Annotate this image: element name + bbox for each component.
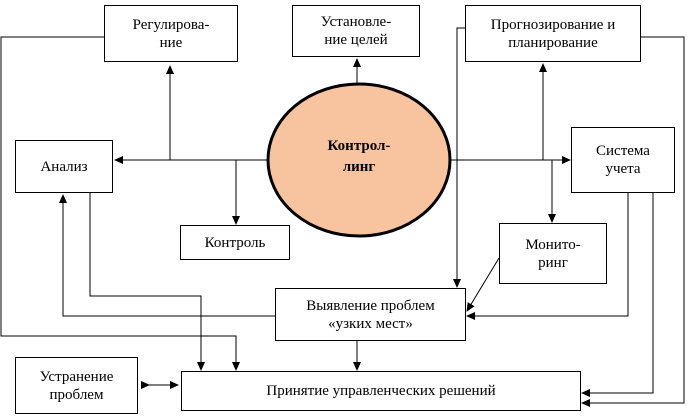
node-accounting: Система учета — [571, 127, 675, 193]
node-regulation: Регулирова- ние — [104, 5, 238, 62]
node-control-line1: Контроль — [204, 234, 266, 251]
center-label-line1: Контрол- — [327, 138, 391, 154]
node-regulation-line2: ние — [159, 34, 183, 51]
node-bottlenecks-line1: Выявление проблем — [306, 297, 435, 314]
node-bottlenecks: Выявление проблем «узких мест» — [275, 288, 466, 341]
node-analysis: Анализ — [15, 140, 113, 193]
edge-forecast-to-decisions — [581, 36, 685, 407]
center-label-line2: линг — [342, 159, 376, 175]
node-goals-line2: ние целей — [324, 32, 388, 48]
node-goals-line1: Установле- — [320, 14, 392, 30]
edge-accounting-to-bottlenecks — [466, 193, 629, 320]
node-monitoring: Монито- ринг — [499, 223, 607, 284]
node-forecast-line2: планирование — [508, 34, 598, 51]
node-analysis-line1: Анализ — [40, 158, 88, 175]
node-control: Контроль — [180, 225, 290, 260]
node-monitoring-line1: Монито- — [525, 236, 581, 253]
edge-monitoring-to-bottlenecks — [466, 257, 500, 312]
node-accounting-line2: учета — [605, 161, 641, 177]
edge-accounting-to-decisions — [581, 193, 654, 397]
node-decisions: Принятие управленческих решений — [181, 371, 581, 411]
node-forecast: Прогнозирование и планирование — [465, 5, 641, 62]
node-regulation-line1: Регулирова- — [132, 16, 210, 33]
node-fix-line2: проблем — [49, 386, 104, 403]
node-fix-line1: Устранение — [39, 368, 114, 385]
edge-bottlenecks-to-analysis — [59, 194, 275, 317]
node-goals: Установле- ние целей — [292, 5, 420, 57]
node-accounting-line1: Система — [596, 143, 650, 159]
node-monitoring-line2: ринг — [538, 254, 568, 271]
node-fix: Устранение проблем — [15, 357, 138, 414]
edge-forecast-to-bottlenecks — [453, 27, 465, 288]
center-ellipse — [266, 82, 452, 238]
node-bottlenecks-line2: «узких мест» — [328, 315, 413, 332]
node-decisions-line1: Принятие управленческих решений — [266, 383, 496, 399]
edge-regulation-loop — [0, 36, 240, 371]
center-label: Контрол- линг — [265, 136, 453, 178]
node-forecast-line1: Прогнозирование и — [490, 16, 616, 33]
edge-analysis-to-decisions — [89, 193, 205, 371]
